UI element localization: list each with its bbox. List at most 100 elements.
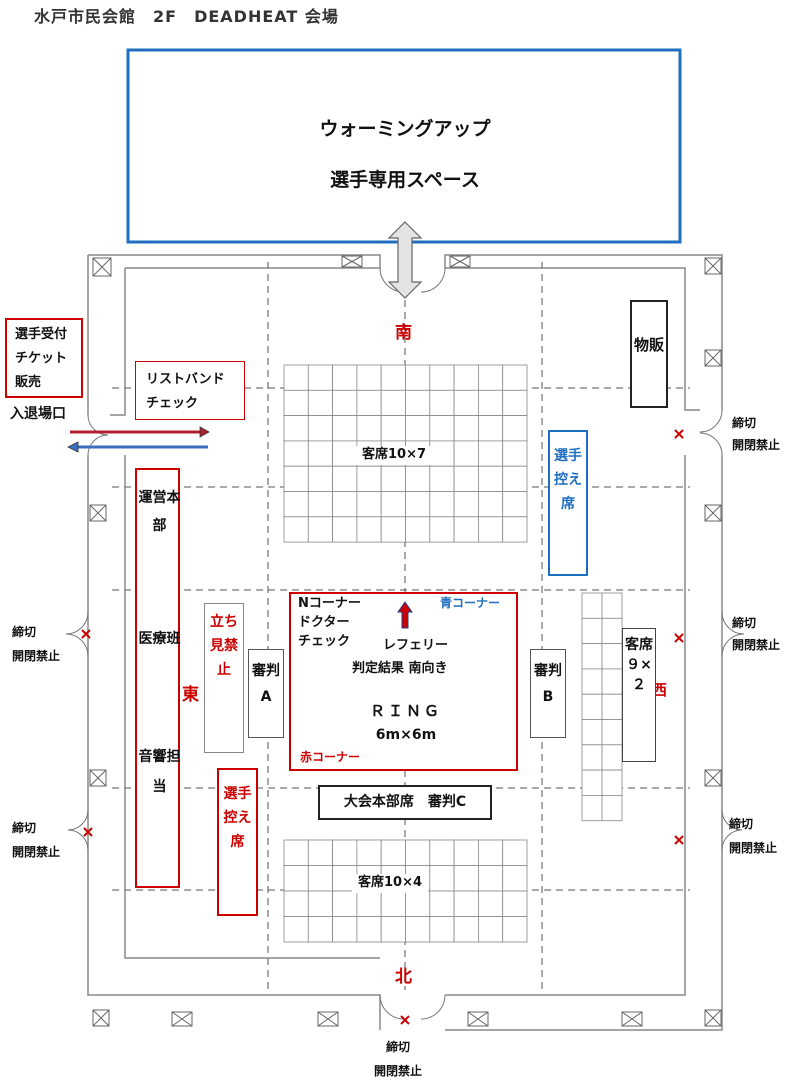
- closed-door-line1: 締切: [729, 817, 754, 831]
- seat-cell: [332, 415, 358, 442]
- seat-cell: [307, 364, 333, 391]
- seat-cell: [477, 415, 504, 442]
- seat-cell: [380, 916, 406, 943]
- seat-cell: [581, 643, 603, 670]
- hq-seat-box: 大会本部席 審判C: [318, 785, 492, 820]
- seat-cell: [477, 440, 504, 467]
- seat-cell: [283, 415, 309, 442]
- closed-door-label-right-3: 締切開閉禁止: [729, 812, 777, 860]
- seat-cell: [502, 890, 528, 917]
- seat-cell: [502, 389, 528, 416]
- merch-box: 物販: [630, 300, 668, 408]
- closed-door-line2: 開閉禁止: [729, 841, 778, 855]
- seats-west-label: 客席９×２: [622, 628, 656, 762]
- seat-cell: [380, 839, 406, 866]
- seat-cell: [380, 389, 406, 416]
- closed-door-line1: 締切: [386, 1040, 411, 1054]
- seat-cell: [332, 916, 358, 943]
- ring-result: 判定結果 南向き: [352, 661, 448, 676]
- seat-cell: [581, 617, 603, 644]
- closed-door-label-right-1: 締切開閉禁止: [732, 412, 780, 456]
- seat-cell: [429, 916, 455, 943]
- ring-n-corner: Nコーナー: [298, 596, 361, 611]
- seat-cell: [356, 364, 382, 391]
- seat-cell: [356, 491, 382, 518]
- seat-cell: [429, 516, 455, 543]
- seat-cell: [283, 491, 309, 518]
- seat-cell: [356, 839, 382, 866]
- seat-cell: [453, 916, 479, 943]
- seat-cell: [307, 389, 333, 416]
- seat-cell: [502, 916, 528, 943]
- seat-grid-north: [283, 839, 528, 943]
- seat-cell: [477, 516, 504, 543]
- closed-door-line1: 締切: [12, 625, 37, 639]
- wristband-check-box: リストバンド チェック: [135, 361, 245, 420]
- seat-cell: [307, 440, 333, 467]
- seat-cell: [283, 865, 309, 892]
- referee-arrow-icon: [397, 601, 413, 629]
- seat-cell: [429, 839, 455, 866]
- seat-cell: [307, 916, 333, 943]
- hall-walls: [87, 254, 723, 1031]
- seat-cell: [502, 465, 528, 492]
- seat-cell: [429, 890, 455, 917]
- seat-cell: [453, 364, 479, 391]
- direction-east: 東: [182, 685, 199, 705]
- seat-cell: [332, 516, 358, 543]
- seat-cell: [380, 364, 406, 391]
- reception-box: 選手受付 チケット 販売: [5, 318, 83, 398]
- seat-cell: [453, 389, 479, 416]
- seat-cell: [283, 516, 309, 543]
- ring-referee: レフェリー: [383, 638, 449, 653]
- closed-door-line2: 開閉禁止: [374, 1064, 423, 1078]
- wristband-line1: リストバンド: [146, 372, 225, 387]
- seat-cell: [307, 491, 333, 518]
- seat-cell: [581, 693, 603, 720]
- seat-cell: [453, 890, 479, 917]
- operations-part1: 運営本部: [138, 490, 181, 534]
- seat-cell: [453, 491, 479, 518]
- closed-door-line2: 開閉禁止: [12, 845, 61, 859]
- seat-cell: [601, 617, 623, 644]
- seat-cell: [429, 415, 455, 442]
- operations-part2: 医療班: [138, 631, 181, 647]
- seat-cell: [601, 643, 623, 670]
- operations-column: 運営本部 医療班 音響担当: [135, 468, 181, 888]
- windows: [89, 255, 722, 1027]
- seat-cell: [429, 491, 455, 518]
- reception-line3: 販売: [15, 375, 42, 390]
- closed-door-label-right-2: 締切開閉禁止: [732, 612, 780, 656]
- seat-cell: [601, 592, 623, 619]
- seat-cell: [581, 592, 603, 619]
- seats-north-label: 客席10×4: [352, 874, 429, 893]
- seat-cell: [581, 719, 603, 746]
- seat-cell: [380, 465, 406, 492]
- waiting-seats-red: 選手控え席: [217, 768, 258, 916]
- seat-cell: [332, 465, 358, 492]
- closed-door-line2: 開閉禁止: [732, 638, 781, 652]
- seat-cell: [453, 440, 479, 467]
- seat-cell: [477, 890, 504, 917]
- seat-cell: [307, 415, 333, 442]
- closed-door-line1: 締切: [12, 821, 37, 835]
- seat-cell: [405, 916, 431, 943]
- reception-line1: 選手受付: [15, 327, 68, 342]
- ring-doctor: ドクター: [298, 615, 350, 630]
- double-arrow-icon: [387, 221, 423, 299]
- seat-cell: [283, 364, 309, 391]
- seat-cell: [429, 389, 455, 416]
- seat-cell: [581, 668, 603, 695]
- warmup-subtitle: 選手専用スペース: [330, 169, 480, 191]
- seat-grid-west: [581, 592, 623, 822]
- seat-cell: [380, 491, 406, 518]
- judge-a-box: 審判A: [248, 649, 284, 738]
- seat-cell: [380, 516, 406, 543]
- seat-cell: [332, 839, 358, 866]
- seat-cell: [477, 364, 504, 391]
- wristband-line2: チェック: [146, 396, 199, 411]
- seat-cell: [453, 839, 479, 866]
- seat-cell: [405, 516, 431, 543]
- seat-cell: [332, 890, 358, 917]
